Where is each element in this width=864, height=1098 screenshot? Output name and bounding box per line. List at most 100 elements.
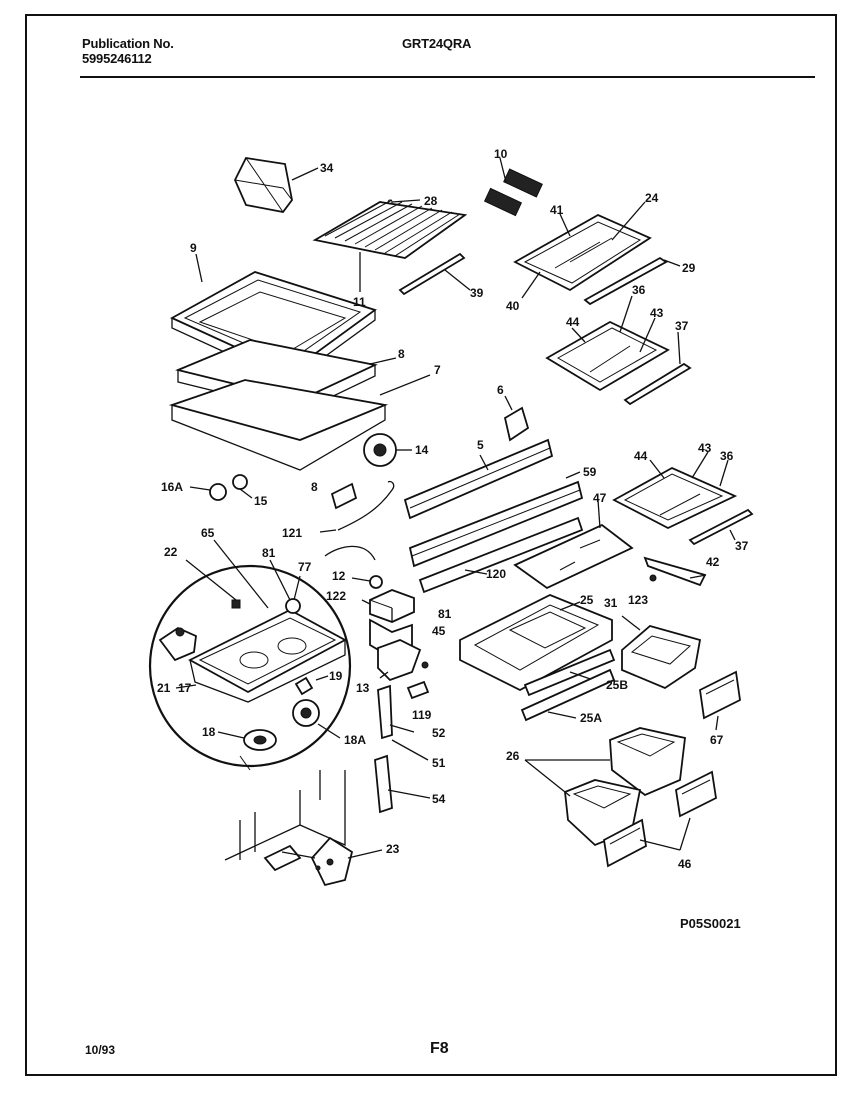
part-51-duct <box>377 684 429 761</box>
callout-123: 123 <box>628 593 648 607</box>
part-39-shelf-trim <box>398 252 471 296</box>
callout-81: 81 <box>262 546 276 560</box>
part-42-crisper-slide <box>643 556 707 587</box>
part-47-glass-panel <box>513 499 634 590</box>
part-6-bracket <box>503 395 530 442</box>
callout-25B: 25B <box>606 678 628 692</box>
callout-36b: 36 <box>720 449 734 463</box>
callout-8: 8 <box>398 347 405 361</box>
callout-40: 40 <box>506 299 520 313</box>
part-13-damper <box>369 618 422 682</box>
callout-121: 121 <box>282 526 302 540</box>
callout-25: 25 <box>580 593 594 607</box>
part-29-shelf-trim <box>583 256 681 306</box>
part-14-knob <box>363 433 412 467</box>
part-121-tube <box>337 480 395 531</box>
callout-17: 17 <box>178 681 192 695</box>
model-number: GRT24QRA <box>402 36 472 51</box>
callout-44b: 44 <box>634 449 648 463</box>
part-10-clips <box>483 157 543 217</box>
callout-37: 37 <box>675 319 689 333</box>
callout-18A: 18A <box>344 733 366 747</box>
part-25A-slide <box>520 668 616 722</box>
callout-31: 31 <box>604 596 618 610</box>
part-16A-cap <box>189 483 227 501</box>
part-43-glass-shelf <box>545 295 670 392</box>
part-46-bin-covers <box>603 770 717 868</box>
part-45-screw <box>421 661 429 669</box>
part-8-bracket <box>330 482 358 510</box>
callout-52: 52 <box>432 726 446 740</box>
callout-10: 10 <box>494 147 508 161</box>
callout-122: 122 <box>326 589 346 603</box>
part-54-duct <box>374 754 431 814</box>
part-119-tape <box>406 680 430 700</box>
part-24-glass-shelf <box>513 201 652 299</box>
publication-number: 5995246112 <box>82 51 152 66</box>
footer-date: 10/93 <box>85 1043 116 1057</box>
callout-5: 5 <box>477 438 484 452</box>
callout-59: 59 <box>583 465 597 479</box>
callout-14: 14 <box>415 443 429 457</box>
part-23-hinge-assembly <box>224 770 383 887</box>
part-12-connector <box>351 575 383 589</box>
callout-29: 29 <box>682 261 696 275</box>
callout-119: 119 <box>412 708 432 722</box>
part-121-tube-lower <box>324 545 376 561</box>
callout-15: 15 <box>254 494 268 508</box>
page-border <box>25 14 837 1076</box>
part-25-crisper-frame <box>459 594 613 692</box>
callout-16A: 16A <box>161 480 183 494</box>
callout-6: 6 <box>497 383 504 397</box>
callout-36: 36 <box>632 283 646 297</box>
callout-65: 65 <box>201 526 215 540</box>
part-43-lower-glass-shelf <box>612 451 738 530</box>
callout-13: 13 <box>356 681 370 695</box>
callout-21: 21 <box>157 681 171 695</box>
callout-26: 26 <box>506 749 520 763</box>
callout-37b: 37 <box>735 539 749 553</box>
callout-43: 43 <box>650 306 664 320</box>
callout-9: 9 <box>190 241 197 255</box>
part-11-wire-shelf <box>312 199 468 292</box>
callout-43b: 43 <box>698 441 712 455</box>
part-34-door-bin <box>234 157 319 213</box>
footer-page: F8 <box>430 1040 449 1057</box>
callout-45: 45 <box>432 624 446 638</box>
callout-44: 44 <box>566 315 580 329</box>
callout-39: 39 <box>470 286 484 300</box>
callout-18: 18 <box>202 725 216 739</box>
publication-label: Publication No. <box>82 36 174 51</box>
part-15-knob <box>232 474 253 499</box>
callout-25A: 25A <box>580 711 602 725</box>
callout-12: 12 <box>332 569 346 583</box>
diagram-code: P05S0021 <box>680 916 741 931</box>
part-7-floor-panel <box>168 374 431 471</box>
part-26-bin-lower <box>524 759 642 847</box>
part-37-lower-trim <box>688 508 754 546</box>
header-rule <box>80 76 815 78</box>
part-31-crisper-drawer <box>621 615 702 690</box>
callout-54: 54 <box>432 792 446 806</box>
callout-11: 11 <box>353 295 366 309</box>
callout-67: 67 <box>710 733 724 747</box>
callout-46: 46 <box>678 857 692 871</box>
part-120-rail <box>408 471 584 594</box>
callout-22: 22 <box>164 545 178 559</box>
callout-81b: 81 <box>438 607 452 621</box>
callout-34: 34 <box>320 161 334 175</box>
part-18-fitting <box>217 729 277 751</box>
part-123-screw <box>649 574 657 582</box>
callout-8b: 8 <box>311 480 318 494</box>
detail-circle <box>148 564 352 771</box>
part-122-housing <box>361 589 415 623</box>
callout-7: 7 <box>434 363 441 377</box>
part-5-rail <box>403 438 554 520</box>
callout-47: 47 <box>593 491 607 505</box>
callout-19: 19 <box>329 669 343 683</box>
part-26-bin-upper <box>609 727 686 797</box>
callout-77: 77 <box>298 560 312 574</box>
callout-23: 23 <box>386 842 400 856</box>
callout-120: 120 <box>486 567 506 581</box>
